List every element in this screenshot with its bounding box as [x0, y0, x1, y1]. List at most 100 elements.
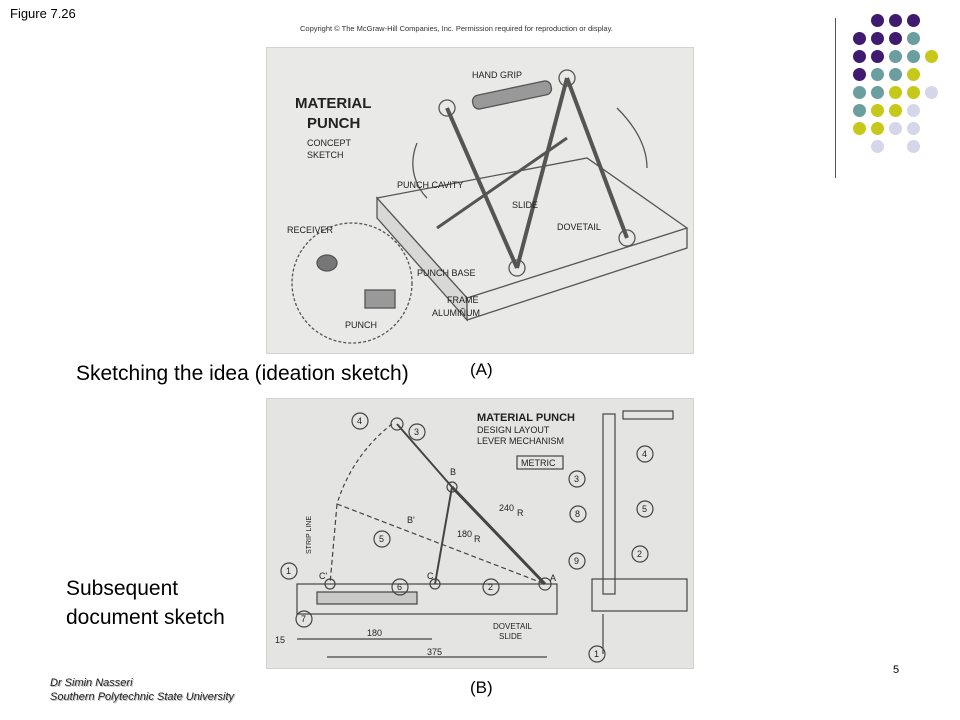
decorative-dot — [907, 68, 920, 81]
decorative-dot — [871, 32, 884, 45]
receiver-part — [316, 254, 338, 272]
lever-dashed — [336, 503, 546, 585]
link-arm — [436, 136, 568, 230]
decorative-dot — [889, 32, 902, 45]
decorative-dot — [853, 86, 866, 99]
base-frame-front — [466, 228, 688, 321]
decorative-dot — [871, 50, 884, 63]
pivot-top-right — [558, 69, 576, 87]
pivot-back — [618, 229, 636, 247]
balloon-2-side-text: 2 — [637, 549, 642, 559]
callout-receiver: RECEIVER — [287, 225, 334, 235]
point-c-prime-label: C' — [319, 571, 327, 581]
dovetail-label: DOVETAIL — [493, 622, 533, 631]
callout-punch-cavity: PUNCH CAVITY — [397, 180, 463, 190]
balloon-8-text: 8 — [575, 509, 580, 519]
pivot-top-left — [438, 99, 456, 117]
balloon-5-side-text: 5 — [642, 504, 647, 514]
point-a-label: A — [550, 573, 556, 583]
pivot-front — [508, 259, 526, 277]
hand-grip — [471, 80, 553, 110]
author-block: Dr Simin Nasseri Southern Polytechnic St… — [50, 676, 234, 704]
balloon-6 — [391, 578, 409, 596]
balloon-3 — [408, 423, 426, 441]
decorative-dot — [889, 122, 902, 135]
swing-arc — [336, 423, 393, 505]
caption-document-sketch-line-1: Subsequent — [66, 577, 179, 600]
decorative-dot — [889, 86, 902, 99]
radius-240: 240 — [499, 503, 514, 513]
balloon-4-text: 4 — [357, 416, 362, 426]
balloon-1-text: 1 — [286, 566, 291, 576]
balloon-2 — [482, 578, 500, 596]
caption-document-sketch: Subsequent document sketch — [66, 574, 225, 632]
link-dashed — [329, 503, 338, 585]
vertical-divider — [835, 18, 836, 178]
side-view-lever — [602, 413, 616, 595]
decorative-dot — [925, 86, 938, 99]
decorative-dot — [907, 14, 920, 27]
base-plate — [296, 583, 558, 615]
decorative-dot-grid — [853, 14, 953, 154]
side-view-base — [591, 578, 688, 612]
balloon-1-side — [588, 645, 606, 663]
decorative-dot — [907, 140, 920, 153]
metric-label: METRIC — [521, 458, 556, 468]
lever-main — [450, 485, 547, 586]
decorative-dot — [871, 140, 884, 153]
lever-right — [515, 77, 569, 269]
decorative-dot — [853, 50, 866, 63]
side-view-handle — [622, 410, 674, 420]
decorative-dot — [889, 104, 902, 117]
title-punch: PUNCH — [307, 115, 360, 132]
balloon-7-text: 7 — [301, 614, 306, 624]
decorative-dot — [871, 14, 884, 27]
decorative-dot — [853, 68, 866, 81]
balloon-2-side — [631, 545, 649, 563]
decorative-dot — [907, 86, 920, 99]
balloon-5-side — [636, 500, 654, 518]
balloon-9 — [568, 552, 586, 570]
decorative-dot — [907, 50, 920, 63]
title-sketch: SKETCH — [307, 150, 344, 160]
radius-180-suffix: R — [474, 534, 481, 544]
callout-slide: SLIDE — [512, 200, 538, 210]
decorative-dot — [889, 68, 902, 81]
decorative-dot — [907, 32, 920, 45]
callout-dovetail: DOVETAIL — [557, 222, 601, 232]
balloon-4-side-text: 4 — [642, 449, 647, 459]
balloon-3-side — [568, 470, 586, 488]
author-affiliation: Southern Polytechnic State University — [50, 691, 235, 703]
slide-number: 5 — [893, 664, 900, 676]
balloon-5 — [373, 530, 391, 548]
balloon-4 — [351, 412, 369, 430]
slide-label: SLIDE — [499, 632, 522, 641]
motion-arrow-left — [412, 142, 428, 199]
figure-label: Figure 7.26 — [10, 6, 76, 21]
balloon-2-text: 2 — [488, 582, 493, 592]
layout-subtitle-2: LEVER MECHANISM — [477, 436, 564, 446]
decorative-dot — [853, 122, 866, 135]
pivot-a — [538, 577, 552, 591]
decorative-dot — [907, 104, 920, 117]
document-sketch-drawing: MATERIAL PUNCH DESIGN LAYOUT LEVER MECHA… — [275, 410, 688, 663]
callout-punch: PUNCH — [345, 320, 377, 330]
lever-left — [445, 107, 519, 269]
balloon-5-text: 5 — [379, 534, 384, 544]
dim-180: 180 — [367, 628, 382, 638]
point-b-prime-label: B' — [407, 515, 415, 525]
layout-subtitle-1: DESIGN LAYOUT — [477, 425, 550, 435]
concept-sketch-drawing: MATERIAL PUNCH CONCEPT SKETCH HAND GRIP … — [287, 69, 689, 344]
radius-240-suffix: R — [517, 508, 524, 518]
title-material: MATERIAL — [295, 95, 371, 112]
author-name: Dr Simin Nasseri — [50, 677, 133, 689]
caption-document-sketch-line-2: document sketch — [66, 606, 225, 629]
balloon-1-side-text: 1 — [594, 649, 599, 659]
motion-arrow-right — [616, 107, 648, 169]
strip-line-label: STRIP LINE — [306, 516, 313, 554]
decorative-dot — [889, 14, 902, 27]
decorative-dot — [853, 104, 866, 117]
decorative-dot — [889, 50, 902, 63]
concept-sketch-image: MATERIAL PUNCH CONCEPT SKETCH HAND GRIP … — [266, 47, 694, 354]
decorative-dot — [853, 32, 866, 45]
